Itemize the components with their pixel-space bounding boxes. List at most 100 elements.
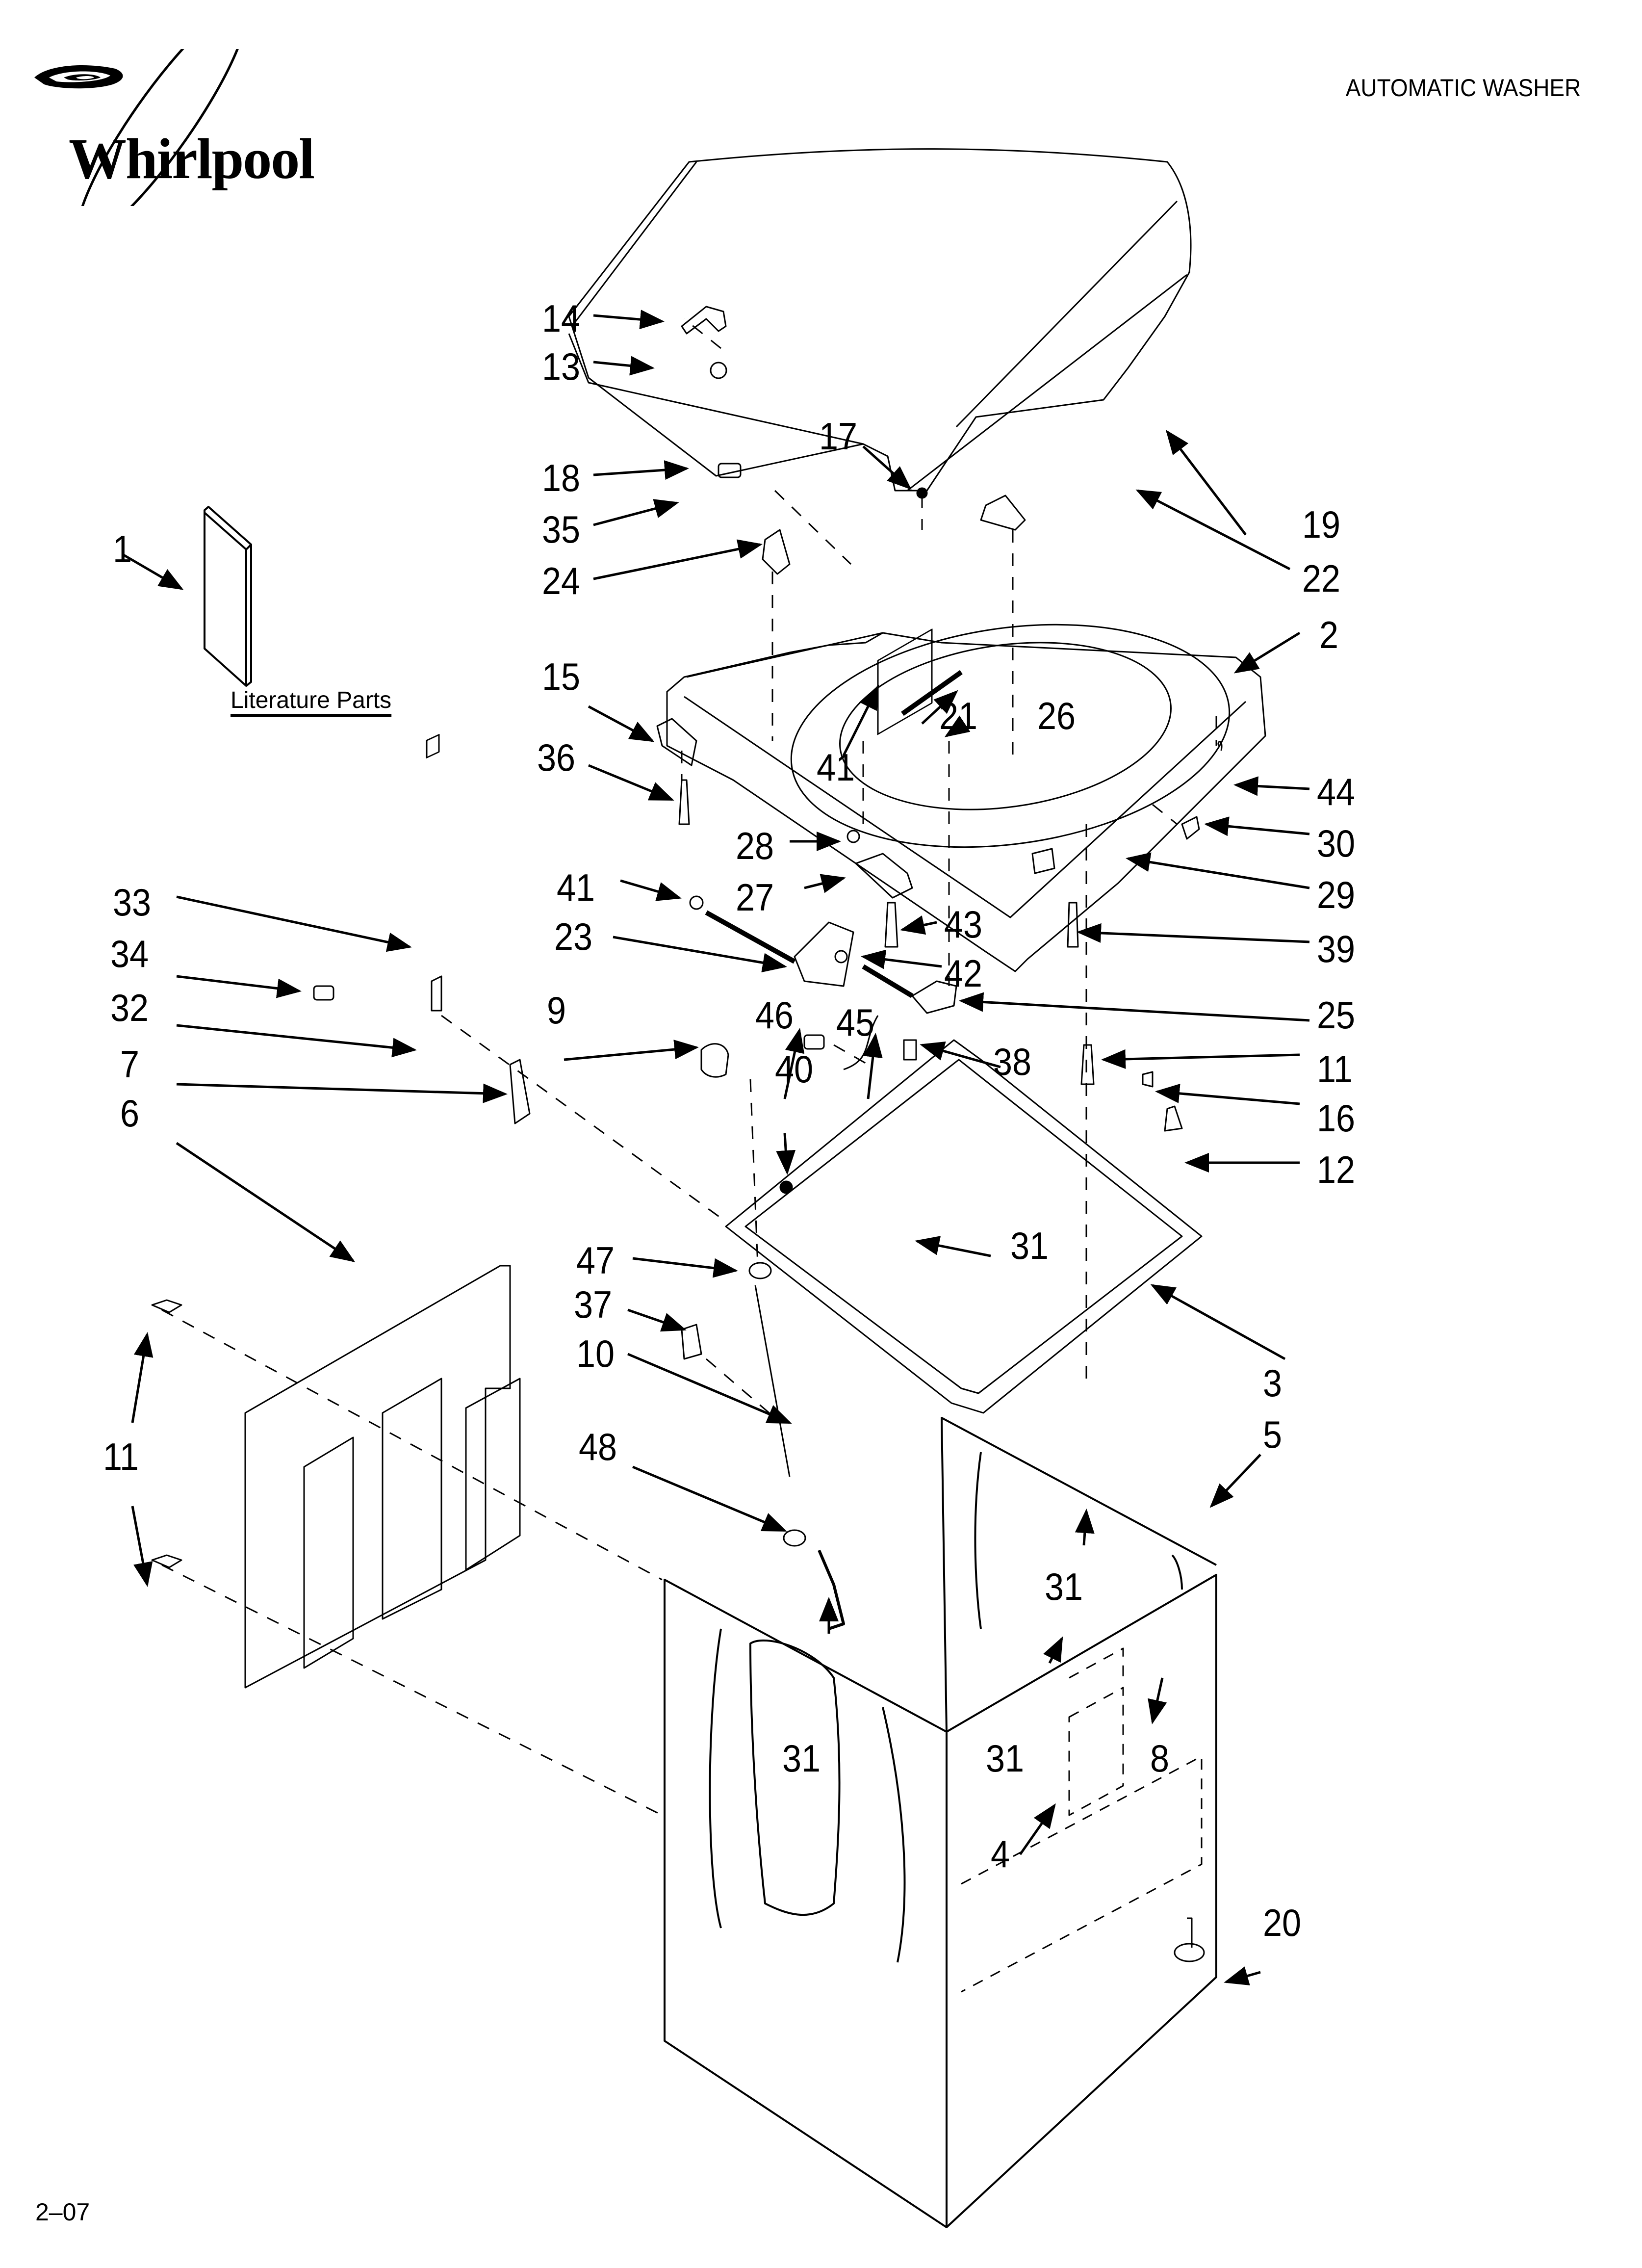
callout-31-frame[interactable]: 31 xyxy=(1010,1224,1049,1267)
callout-38[interactable]: 38 xyxy=(993,1040,1032,1083)
rod-10-part xyxy=(754,1285,791,1477)
callout-14[interactable]: 14 xyxy=(542,297,581,340)
callout-7[interactable]: 7 xyxy=(120,1043,140,1086)
callout-19[interactable]: 19 xyxy=(1302,503,1341,546)
callout-15[interactable]: 15 xyxy=(542,655,581,698)
screw-39-part xyxy=(1067,902,1079,948)
clamp-42-part xyxy=(834,950,848,964)
callout-36[interactable]: 36 xyxy=(537,736,576,779)
callout-24[interactable]: 24 xyxy=(542,559,581,602)
brand-wordmark: Whirlpool xyxy=(69,127,315,191)
callout-41-top[interactable]: 41 xyxy=(817,746,855,789)
small-parts xyxy=(151,306,1223,1962)
hinge-pin-part xyxy=(681,306,727,335)
screw-46-part xyxy=(803,1034,825,1050)
callout-6[interactable]: 6 xyxy=(120,1092,140,1135)
callout-3[interactable]: 3 xyxy=(1263,1361,1283,1405)
callout-29[interactable]: 29 xyxy=(1317,873,1356,916)
lid-lock-30-part xyxy=(1181,816,1200,840)
screw-34-part xyxy=(313,985,334,1001)
assembly-lines xyxy=(161,318,1217,1816)
callout-22[interactable]: 22 xyxy=(1302,557,1341,600)
callout-10[interactable]: 10 xyxy=(576,1332,615,1375)
leveling-leg-20-part xyxy=(1187,1917,1193,1948)
screw-11b-part xyxy=(151,1299,182,1313)
screw-43-part xyxy=(884,902,898,948)
bracket-7-part xyxy=(509,1059,531,1124)
callout-8[interactable]: 8 xyxy=(1150,1737,1170,1780)
callout-17[interactable]: 17 xyxy=(819,415,858,458)
whirlpool-logo: Whirlpool xyxy=(29,5,324,240)
clip-16-part xyxy=(1142,1071,1154,1088)
hose-21-part xyxy=(901,670,963,716)
callout-40[interactable]: 40 xyxy=(775,1047,814,1091)
callout-23[interactable]: 23 xyxy=(554,915,593,958)
callout-31-side[interactable]: 31 xyxy=(986,1737,1025,1780)
callout-25[interactable]: 25 xyxy=(1317,993,1356,1037)
callout-45[interactable]: 45 xyxy=(836,1001,875,1044)
callout-1[interactable]: 1 xyxy=(113,527,132,571)
callout-39[interactable]: 39 xyxy=(1317,927,1356,970)
strike-29-part xyxy=(1031,848,1055,874)
callout-46[interactable]: 46 xyxy=(755,993,794,1037)
callout-12[interactable]: 12 xyxy=(1317,1148,1356,1191)
clip-37-part xyxy=(681,1324,702,1360)
spring-cup-9-part xyxy=(700,1043,729,1078)
lid-part xyxy=(568,148,1192,492)
callout-33[interactable]: 33 xyxy=(113,881,152,924)
callout-48[interactable]: 48 xyxy=(579,1425,617,1468)
valve-27-part xyxy=(855,853,913,899)
bracket-32-part xyxy=(431,975,442,1012)
literature-book-part xyxy=(204,506,252,687)
spring-48-part xyxy=(783,1529,806,1547)
callout-11-left[interactable]: 11 xyxy=(103,1435,139,1478)
callout-31-cabinet-top[interactable]: 31 xyxy=(1045,1565,1083,1608)
revision-code: 2–07 xyxy=(35,2198,90,2226)
callout-27[interactable]: 27 xyxy=(736,876,774,919)
callout-20[interactable]: 20 xyxy=(1263,1901,1302,1944)
clamp-28-part xyxy=(847,830,860,843)
tape-33-part xyxy=(426,733,440,758)
callout-13[interactable]: 13 xyxy=(542,345,581,388)
cabinet-hidden-labels xyxy=(961,1647,1203,1993)
callout-2[interactable]: 2 xyxy=(1319,613,1339,656)
screw-11c-part xyxy=(151,1554,182,1568)
callout-47[interactable]: 47 xyxy=(576,1239,615,1282)
callout-30[interactable]: 30 xyxy=(1317,822,1356,865)
callout-28[interactable]: 28 xyxy=(736,824,774,867)
plug-12-part xyxy=(1164,1105,1183,1132)
callout-43[interactable]: 43 xyxy=(944,903,983,946)
literature-caption: Literature Parts xyxy=(231,687,392,713)
leader-arrows xyxy=(122,310,1310,1985)
callout-4[interactable]: 4 xyxy=(991,1832,1010,1876)
callout-42[interactable]: 42 xyxy=(944,952,983,995)
bumper-40-part xyxy=(779,1180,793,1194)
callout-9[interactable]: 9 xyxy=(547,989,566,1032)
callout-16[interactable]: 16 xyxy=(1317,1096,1356,1140)
damper-spring-part xyxy=(818,1549,845,1630)
washer-47-part xyxy=(748,1262,772,1279)
document-title: AUTOMATIC WASHER xyxy=(1345,74,1581,102)
callout-5[interactable]: 5 xyxy=(1263,1413,1283,1456)
logo-swirl-icon xyxy=(34,5,247,240)
dispenser-25-part xyxy=(911,980,957,1014)
callout-37[interactable]: 37 xyxy=(574,1283,613,1326)
callout-11-right[interactable]: 11 xyxy=(1317,1047,1353,1091)
callout-35[interactable]: 35 xyxy=(542,508,581,551)
callout-41-mid[interactable]: 41 xyxy=(557,866,595,909)
wire-clip-44-part xyxy=(1217,741,1223,751)
base-frame-part xyxy=(725,628,1203,1414)
callout-18[interactable]: 18 xyxy=(542,456,581,499)
callout-34[interactable]: 34 xyxy=(110,932,149,975)
callout-32[interactable]: 32 xyxy=(110,986,149,1029)
callout-31-front[interactable]: 31 xyxy=(782,1737,821,1780)
label-38-part xyxy=(903,1039,917,1061)
callout-26[interactable]: 26 xyxy=(1037,694,1076,737)
top-panel-part xyxy=(666,624,1266,972)
callout-44[interactable]: 44 xyxy=(1317,770,1356,813)
callout-21[interactable]: 21 xyxy=(939,694,978,737)
screw-18-part xyxy=(718,463,742,478)
dispenser-cover-24-part xyxy=(762,529,791,575)
